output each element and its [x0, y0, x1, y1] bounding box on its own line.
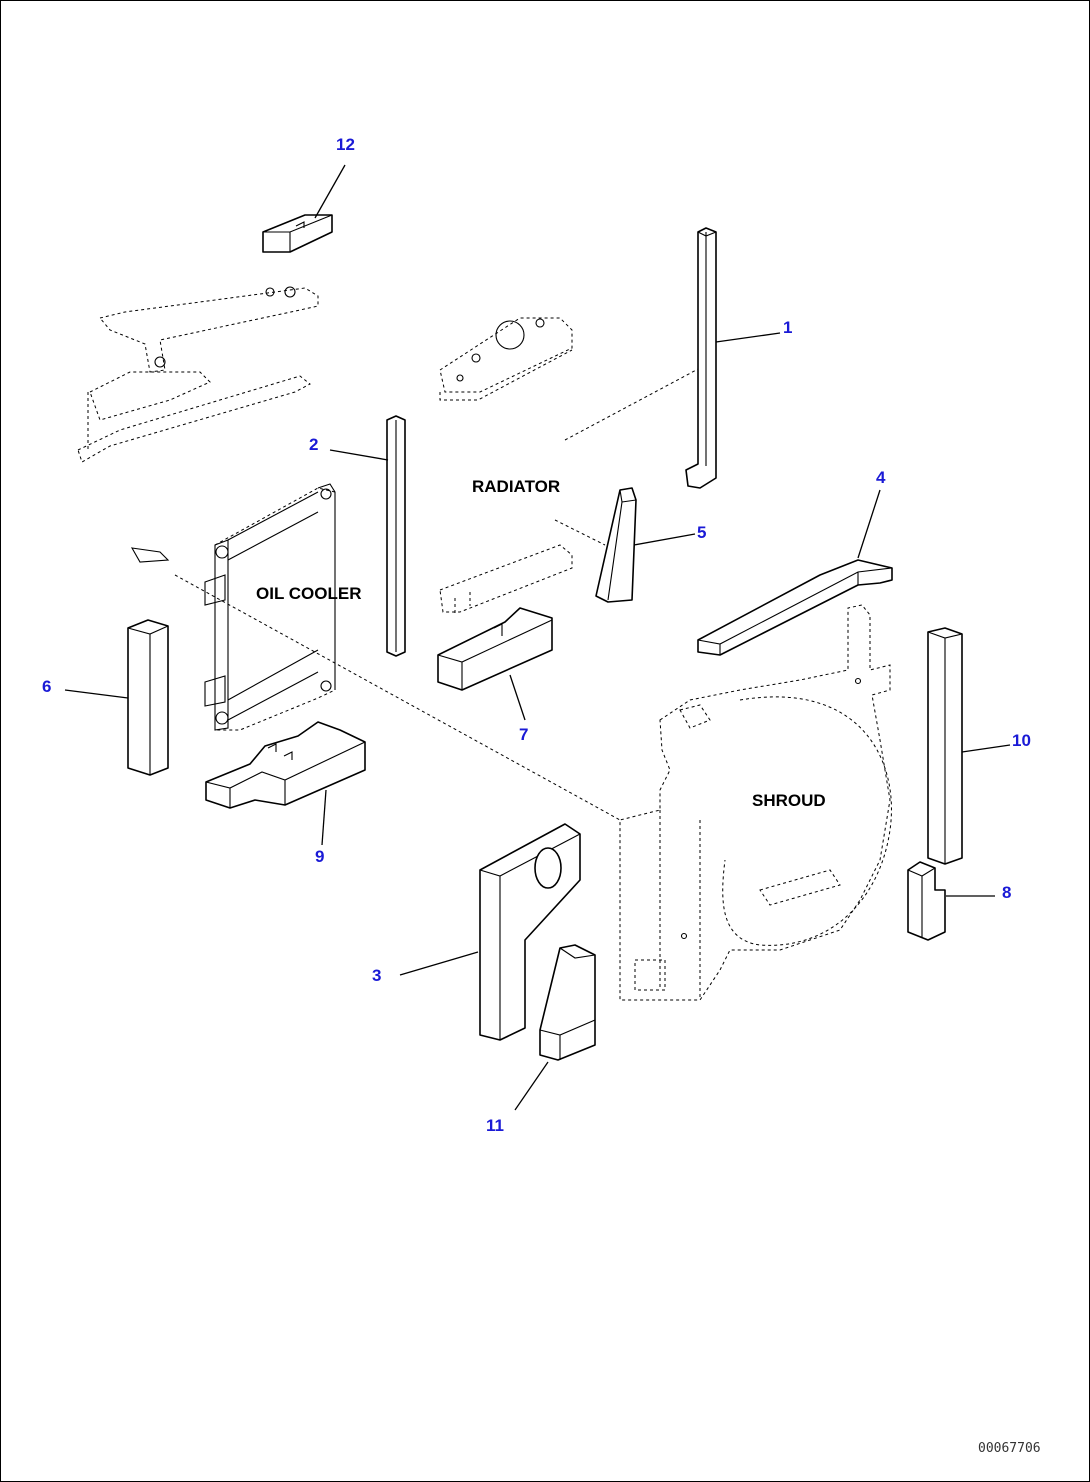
leader-lines — [64, 164, 1011, 1111]
part-11-block — [539, 944, 596, 1061]
callout-2: 2 — [309, 435, 318, 454]
callout-12: 12 — [336, 135, 355, 154]
callout-1: 1 — [783, 318, 792, 337]
part-1-strip — [685, 227, 717, 489]
callout-8: 8 — [1002, 883, 1011, 902]
shroud-outline — [619, 604, 892, 1001]
label-shroud: SHROUD — [752, 791, 826, 810]
label-radiator: RADIATOR — [472, 477, 560, 496]
callout-5: 5 — [697, 523, 706, 542]
radiator-alignment-line — [564, 367, 701, 441]
radiator-top-bracket — [439, 317, 573, 401]
part-8-block — [907, 861, 946, 941]
part-12-block — [262, 214, 333, 253]
part-6-column — [127, 619, 169, 776]
part-9-block — [205, 721, 366, 809]
part-2-strip — [386, 415, 406, 657]
callout-7: 7 — [519, 725, 528, 744]
upper-left-bracket-assembly — [77, 286, 319, 463]
callout-3: 3 — [372, 966, 381, 985]
part-5-wedge — [595, 487, 637, 603]
label-oil-cooler: OIL COOLER — [256, 584, 361, 603]
figure-id: 00067706 — [978, 1441, 1041, 1456]
part-10-column — [927, 627, 963, 865]
callout-4: 4 — [876, 468, 886, 487]
radiator-lower-line — [554, 519, 606, 546]
callout-9: 9 — [315, 847, 324, 866]
radiator-bottom-bracket — [439, 544, 573, 614]
part-4-bar — [697, 559, 893, 656]
part-7-block — [437, 607, 553, 691]
callout-11: 11 — [486, 1116, 504, 1135]
callout-10: 10 — [1012, 731, 1031, 750]
callout-6: 6 — [42, 677, 51, 696]
oil-cooler-frame — [130, 483, 336, 731]
part-3-plate — [479, 823, 581, 1041]
assembly-center-line — [174, 574, 621, 821]
